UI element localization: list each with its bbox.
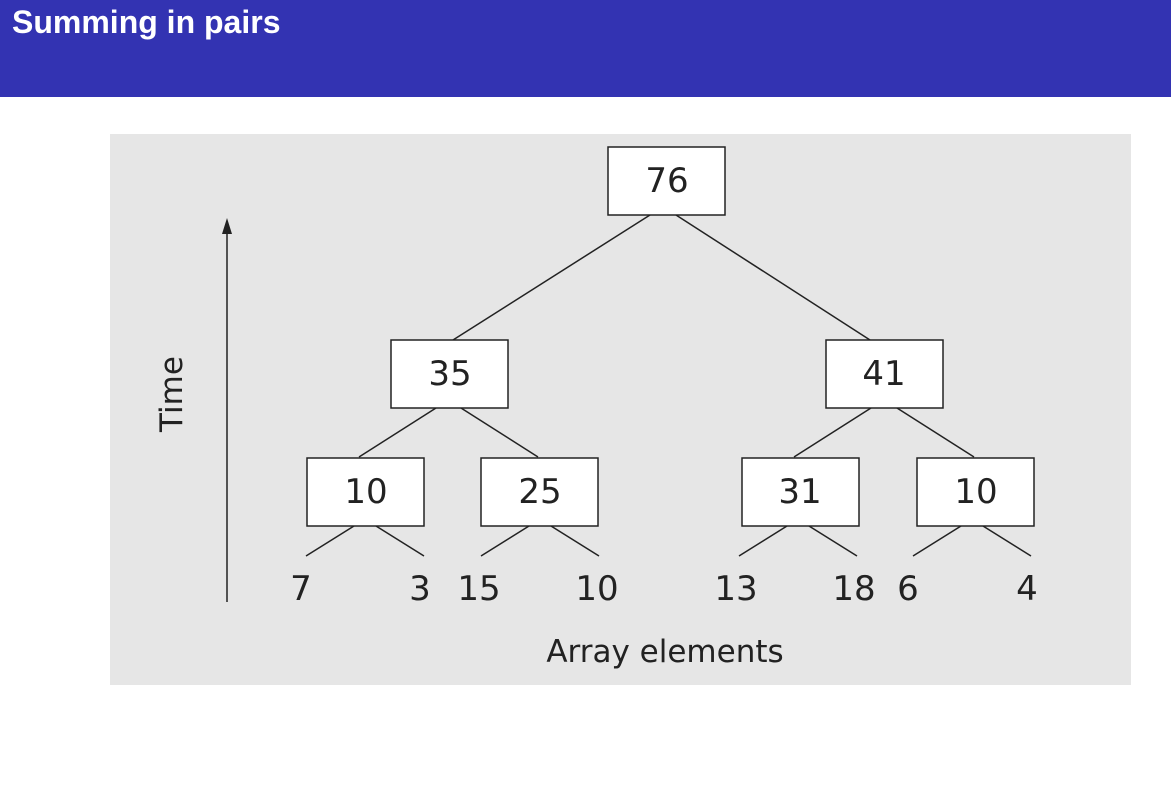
array-element-3: 15 [457,569,500,609]
time-axis-label: Time [154,356,190,433]
edge-ll-leaf1 [305,525,355,557]
title-bar: Summing in pairs [0,0,1171,97]
node-box-rr [916,457,1035,527]
array-element-6: 18 [832,569,875,609]
edge-rr-leaf8 [982,525,1032,557]
edge-left-ll [358,407,437,458]
slide-title: Summing in pairs [12,4,281,40]
node-value-root: 76 [645,161,688,201]
time-axis-arrowhead [222,218,232,234]
array-element-1: 7 [290,569,312,609]
array-element-4: 10 [575,569,618,609]
array-element-5: 13 [714,569,757,609]
array-elements-label: Array elements [546,634,783,670]
edge-rl-leaf6 [808,525,858,557]
node-value-lr: 25 [518,472,561,512]
edge-right-rl [793,407,872,458]
node-value-right: 41 [862,354,905,394]
node-box-lr [480,457,599,527]
array-element-7: 6 [897,569,919,609]
figure-panel: Time 76 35 41 10 25 31 10 7 3 15 10 [110,134,1131,685]
edge-root-right [675,214,871,341]
node-box-right [825,339,944,409]
edge-right-rr [896,407,975,458]
node-value-rr: 10 [954,472,997,512]
edge-lr-leaf3 [480,525,530,557]
reduction-tree-diagram: Time 76 35 41 10 25 31 10 7 3 15 10 [154,146,1038,670]
array-element-8: 4 [1016,569,1038,609]
array-element-2: 3 [409,569,431,609]
node-value-left: 35 [428,354,471,394]
edge-rl-leaf5 [738,525,788,557]
node-box-left [390,339,509,409]
edge-root-left [452,214,651,341]
edge-left-lr [460,407,539,458]
edge-rr-leaf7 [912,525,962,557]
edge-lr-leaf4 [550,525,600,557]
edge-ll-leaf2 [375,525,425,557]
node-value-ll: 10 [344,472,387,512]
node-box-rl [741,457,860,527]
node-box-root [607,146,726,216]
node-value-rl: 31 [778,472,821,512]
node-box-ll [306,457,425,527]
